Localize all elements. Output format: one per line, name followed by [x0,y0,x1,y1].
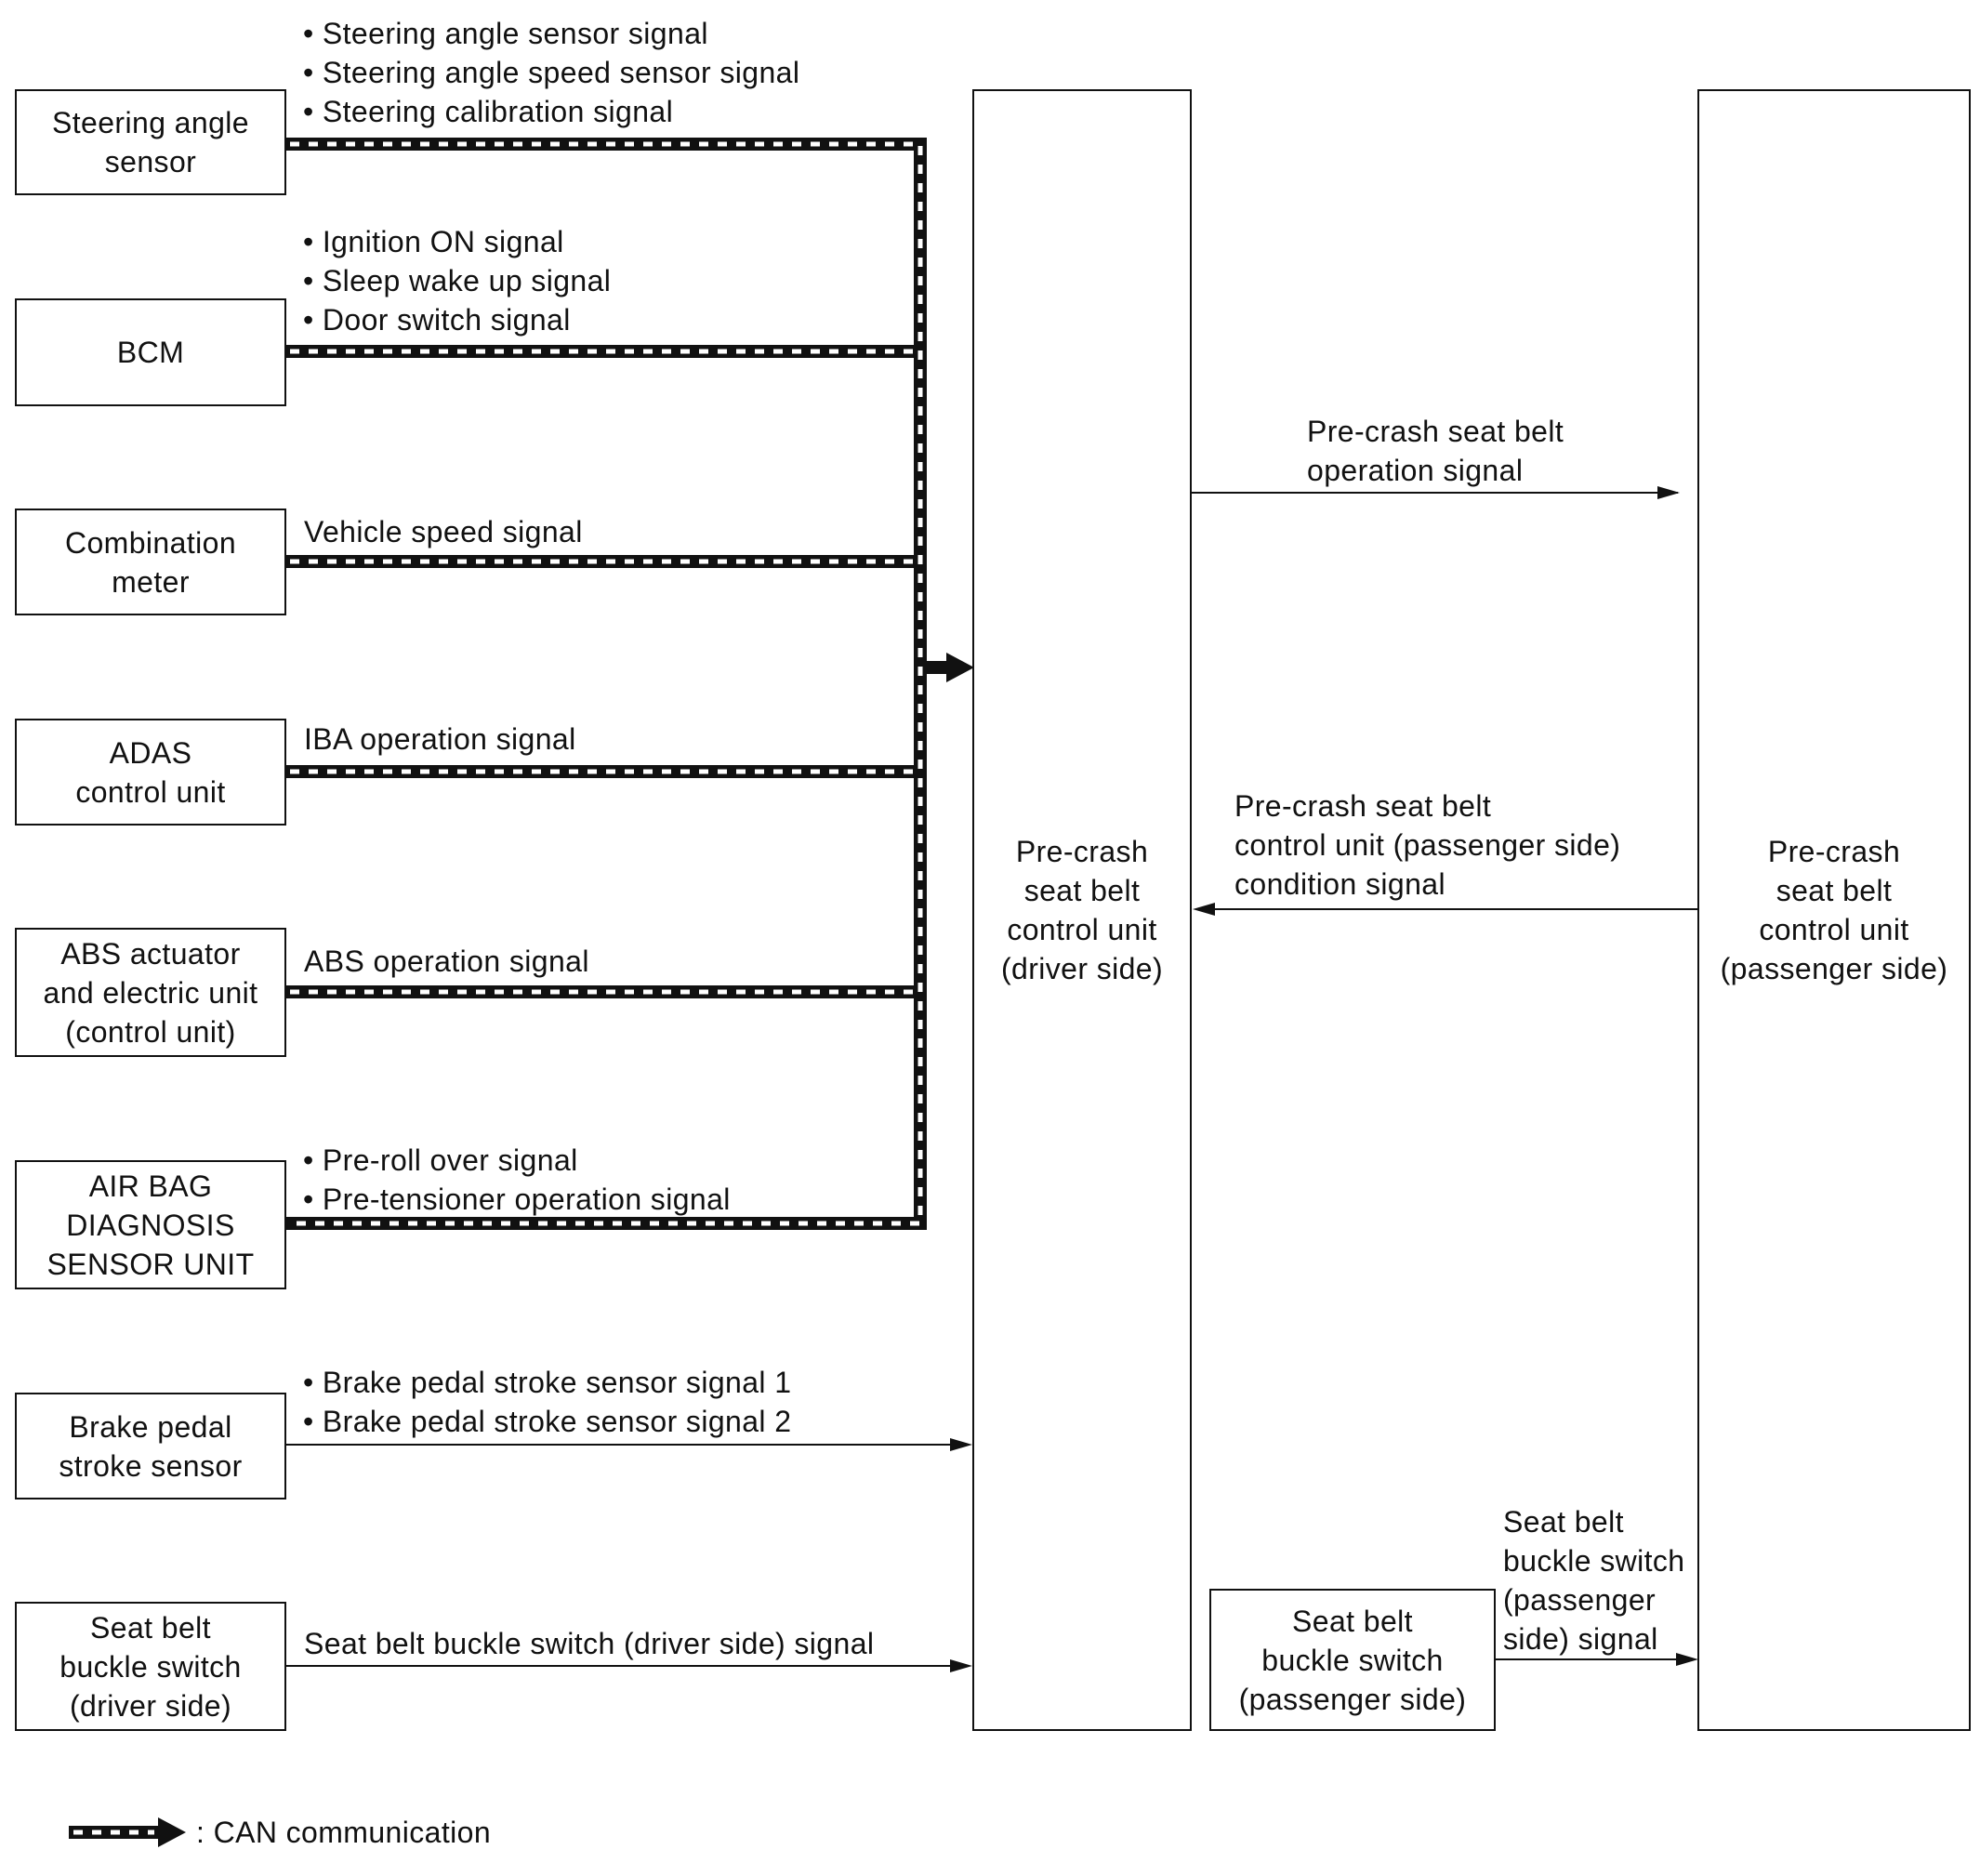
combination-meter-box: Combination meter [15,509,286,615]
seat-belt-buckle-switch-driver-box: Seat belt buckle switch (driver side) [15,1602,286,1731]
bcm-box: BCM [15,298,286,406]
can-bus-arrow-stem [928,661,948,674]
condition-signal-arrowhead [1193,903,1215,916]
sb-driver-signal-label: Seat belt buckle switch (driver side) si… [304,1627,875,1660]
precrash-driver-unit-box: Pre-crash seat belt control unit (driver… [972,89,1192,1731]
abs-actuator-box: ABS actuator and electric unit (control … [15,928,286,1057]
sb-passenger-signal-arrowhead [1676,1653,1698,1666]
brake-signal-arrowhead [950,1438,972,1451]
steering-angle-sensor-box: Steering angle sensor [15,89,286,195]
abs-operation-signal-label: ABS operation signal [304,945,589,978]
brake-signals-label: • Brake pedal stroke sensor signal 1 • B… [303,1366,792,1438]
precrash-passenger-unit-box: Pre-crash seat belt control unit (passen… [1697,89,1971,1731]
steering-signals-label: • Steering angle sensor signal • Steerin… [303,17,800,128]
vehicle-speed-signal-label: Vehicle speed signal [304,515,583,548]
bcm-signals-label: • Ignition ON signal • Sleep wake up sig… [303,225,612,337]
sb-driver-signal-arrowhead [950,1659,972,1672]
legend-can-symbol [69,1817,186,1847]
sb-passenger-signal-label: Seat belt buckle switch (passenger side)… [1503,1505,1685,1656]
iba-operation-signal-label: IBA operation signal [304,722,576,756]
operation-signal-arrowhead [1657,486,1680,499]
airbag-diagnosis-sensor-unit-box: AIR BAG DIAGNOSIS SENSOR UNIT [15,1160,286,1289]
brake-pedal-stroke-sensor-box: Brake pedal stroke sensor [15,1393,286,1499]
seat-belt-buckle-switch-passenger-box: Seat belt buckle switch (passenger side) [1209,1589,1496,1731]
plain-signal-lines [285,486,1698,1672]
can-bus [285,138,974,1230]
operation-signal-label: Pre-crash seat belt operation signal [1307,415,1564,487]
legend-can-label: : CAN communication [196,1816,492,1849]
can-bus-arrowhead [946,653,974,682]
adas-control-unit-box: ADAS control unit [15,719,286,826]
airbag-signals-label: • Pre-roll over signal • Pre-tensioner o… [303,1143,731,1216]
condition-signal-label: Pre-crash seat belt control unit (passen… [1234,789,1621,901]
